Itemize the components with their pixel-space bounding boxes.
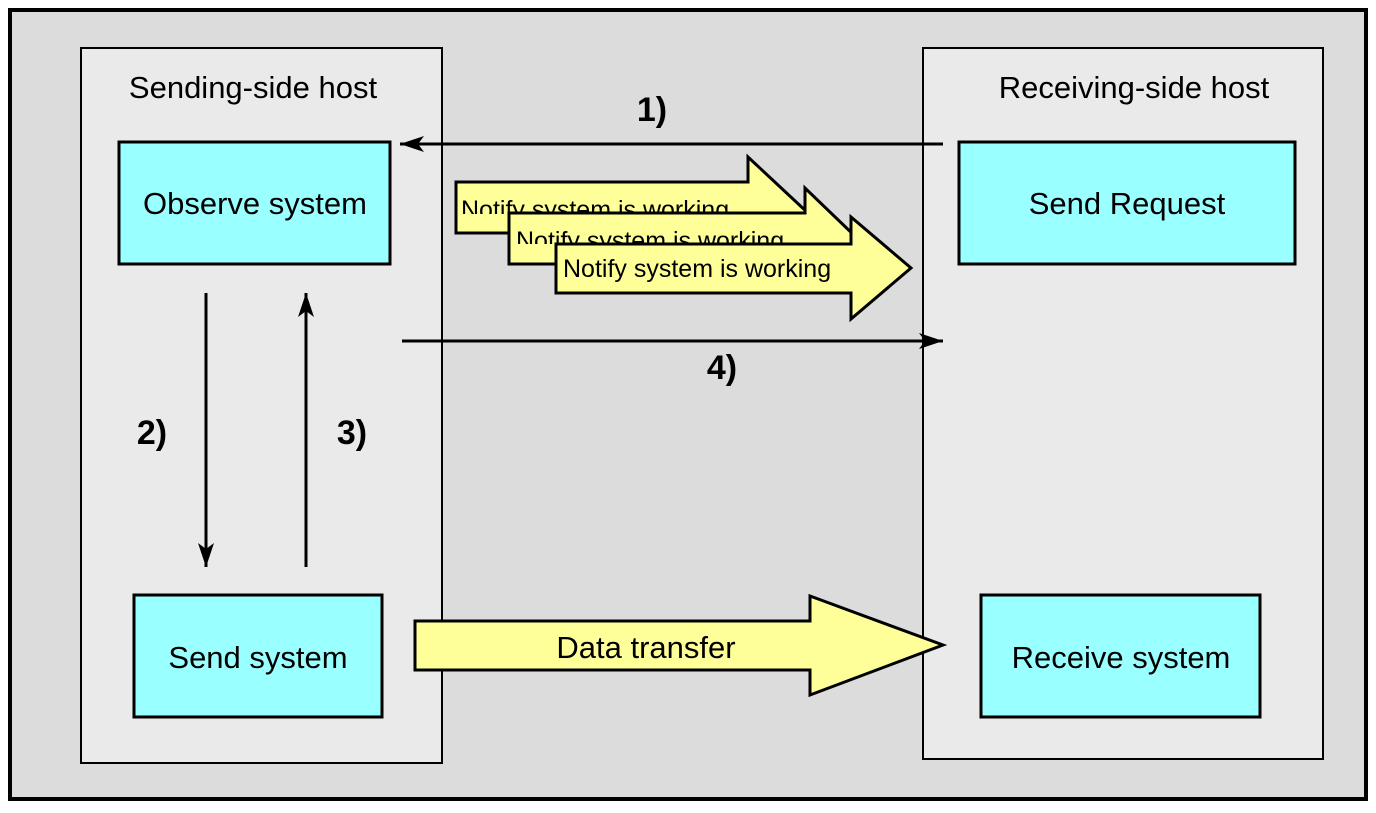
- observe-system-box: [117, 140, 392, 266]
- send-system-box: [132, 593, 384, 719]
- sending-host-label: Sending-side host: [129, 70, 378, 105]
- notify-label-3: Notify system is working: [563, 255, 831, 283]
- send-system-label: Send system: [168, 640, 347, 675]
- send-request-label: Send Request: [1029, 186, 1226, 221]
- receiving-host-label: Receiving-side host: [999, 70, 1270, 105]
- observe-system-label: Observe system: [143, 186, 367, 221]
- receive-system-label: Receive system: [1012, 640, 1231, 675]
- notify-label-2: Notify system is working: [516, 227, 784, 255]
- data-transfer-label: Data transfer: [556, 630, 735, 665]
- step4-label: 4): [707, 349, 737, 387]
- step1-label: 1): [637, 91, 667, 129]
- notify-label-1: Notify system is working: [461, 196, 729, 224]
- step3-label: 3): [337, 414, 367, 452]
- step2-label: 2): [137, 414, 167, 452]
- data-transfer-arrow: Data transfer: [413, 593, 948, 698]
- send-request-box: [957, 140, 1297, 266]
- notify-arrow-3: Notify system is working: [554, 213, 914, 323]
- receive-system-box: [979, 593, 1262, 719]
